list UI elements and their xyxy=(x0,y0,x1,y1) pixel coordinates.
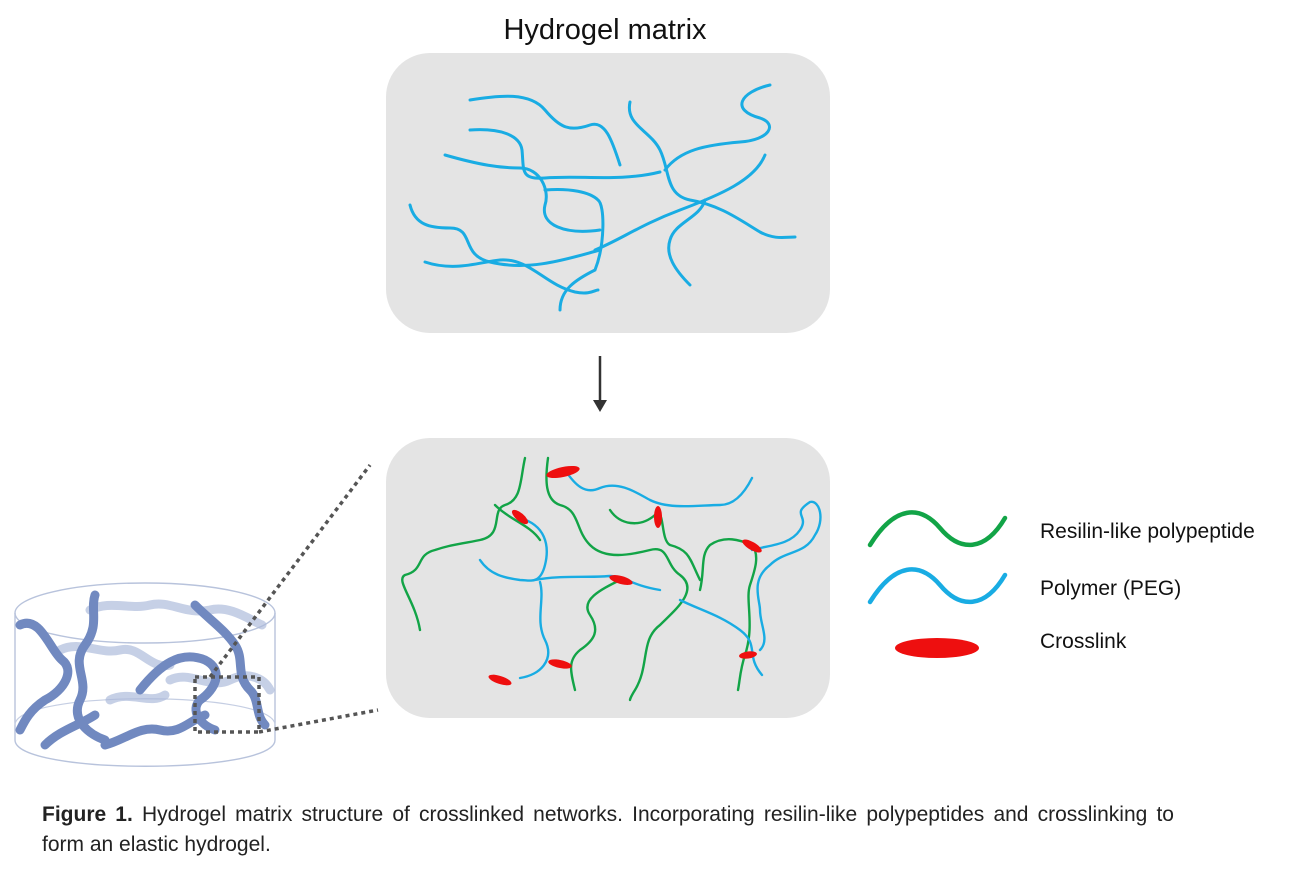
top-matrix-panel xyxy=(386,53,830,333)
zoom-callout xyxy=(193,463,379,734)
caption-text: Hydrogel matrix structure of crosslinked… xyxy=(42,803,1174,856)
legend-label-crosslink: Crosslink xyxy=(1040,630,1127,653)
peg-legend-wave-icon xyxy=(867,567,1008,605)
caption-label: Figure 1. xyxy=(42,803,133,826)
peg-network-strands xyxy=(408,83,797,312)
down-arrow-icon xyxy=(593,356,607,412)
peg-strands-bottom xyxy=(478,468,822,680)
legend-label-peg: Polymer (PEG) xyxy=(1040,577,1182,600)
crosslinks xyxy=(488,465,762,686)
legend-label-resilin: Resilin-like polypeptide xyxy=(1040,520,1255,543)
diagram-title: Hydrogel matrix xyxy=(503,14,707,46)
crosslink-legend-icon xyxy=(895,638,979,658)
bottom-matrix-panel xyxy=(386,438,830,718)
resilin-legend-wave-icon xyxy=(867,510,1008,548)
hydrogel-cylinder xyxy=(14,582,276,767)
figure-caption: Figure 1. Hydrogel matrix structure of c… xyxy=(42,800,1174,860)
